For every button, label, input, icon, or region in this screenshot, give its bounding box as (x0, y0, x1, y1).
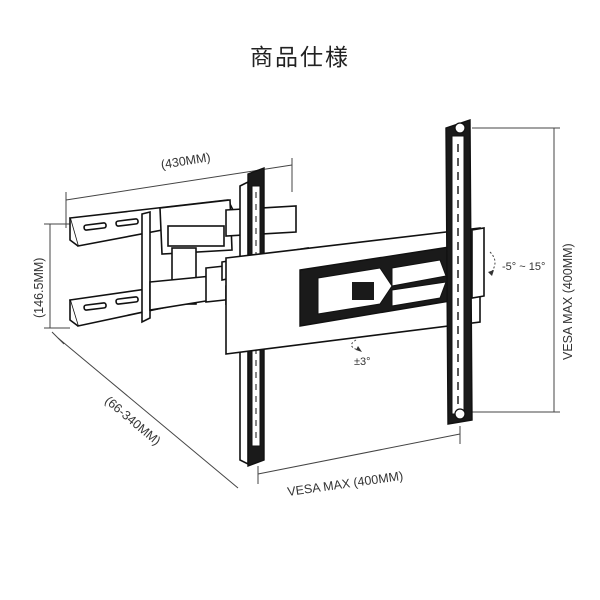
extension-dimension: (66-340MM) (51, 331, 239, 489)
tilt-indicator: -5° ~ 15° (488, 251, 545, 276)
height-dimension: (146.5MM) (32, 223, 70, 329)
extension-label: (66-340MM) (102, 394, 163, 448)
vesa-horizontal-dimension: VESA MAX (400MM) (257, 426, 461, 499)
vesa-vertical-dimension: VESA MAX (400MM) (472, 127, 575, 413)
page-title: 商品仕様 (250, 45, 350, 71)
width-label: (430MM) (160, 150, 212, 172)
swivel-label: ±3° (354, 356, 371, 368)
swivel-indicator: ±3° (351, 339, 371, 368)
vesa-bracket (445, 119, 485, 425)
wall-plate (68, 199, 238, 327)
vesa-vertical-label: VESA MAX (400MM) (561, 243, 575, 360)
tilt-label: -5° ~ 15° (502, 261, 545, 273)
height-label: (146.5MM) (32, 258, 46, 318)
vesa-horizontal-label: VESA MAX (400MM) (286, 469, 404, 499)
cross-bracket (225, 227, 481, 355)
